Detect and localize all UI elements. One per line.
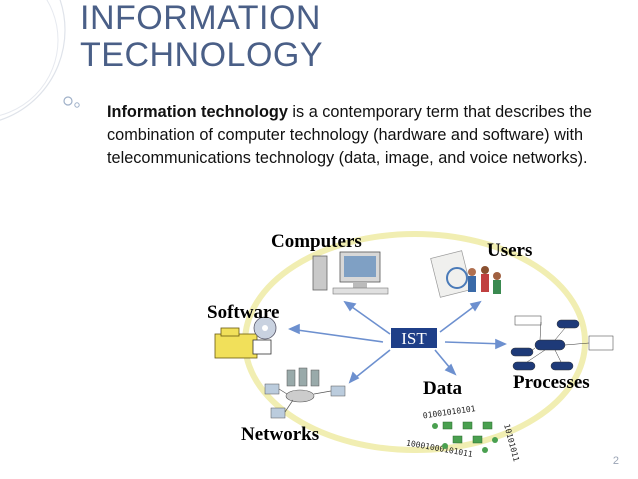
page-number: 2	[612, 455, 619, 467]
label-users: Users	[487, 240, 532, 261]
svg-text:01001010101: 01001010101	[422, 404, 476, 420]
title-line-1: INFORMATION	[80, 0, 321, 37]
label-software: Software	[207, 302, 279, 323]
body-text-rest: is a contemporary term that describes th…	[107, 103, 592, 167]
processes-icon	[510, 315, 614, 371]
title-line-2: TECHNOLOGY	[80, 36, 324, 74]
body-bold-term: Information technology	[107, 103, 288, 121]
slide-title: INFORMATION TECHNOLOGY	[80, 0, 323, 74]
label-networks: Networks	[241, 424, 319, 445]
center-arrows	[288, 300, 507, 384]
ist-box: IST	[391, 328, 437, 348]
label-processes: Processes	[513, 372, 590, 393]
label-data: Data	[423, 378, 463, 399]
center-label: IST	[401, 329, 427, 348]
body-paragraph: Information technology is a contemporary…	[107, 101, 607, 170]
networks-icon	[264, 367, 346, 419]
decorative-circles	[0, 0, 80, 121]
computer-icon	[312, 251, 389, 295]
label-computers: Computers	[271, 231, 362, 252]
users-icon	[430, 250, 501, 298]
software-icon	[214, 316, 277, 359]
svg-text:10001000101011: 10001000101011	[405, 438, 473, 459]
ist-diagram: IST	[207, 231, 614, 463]
